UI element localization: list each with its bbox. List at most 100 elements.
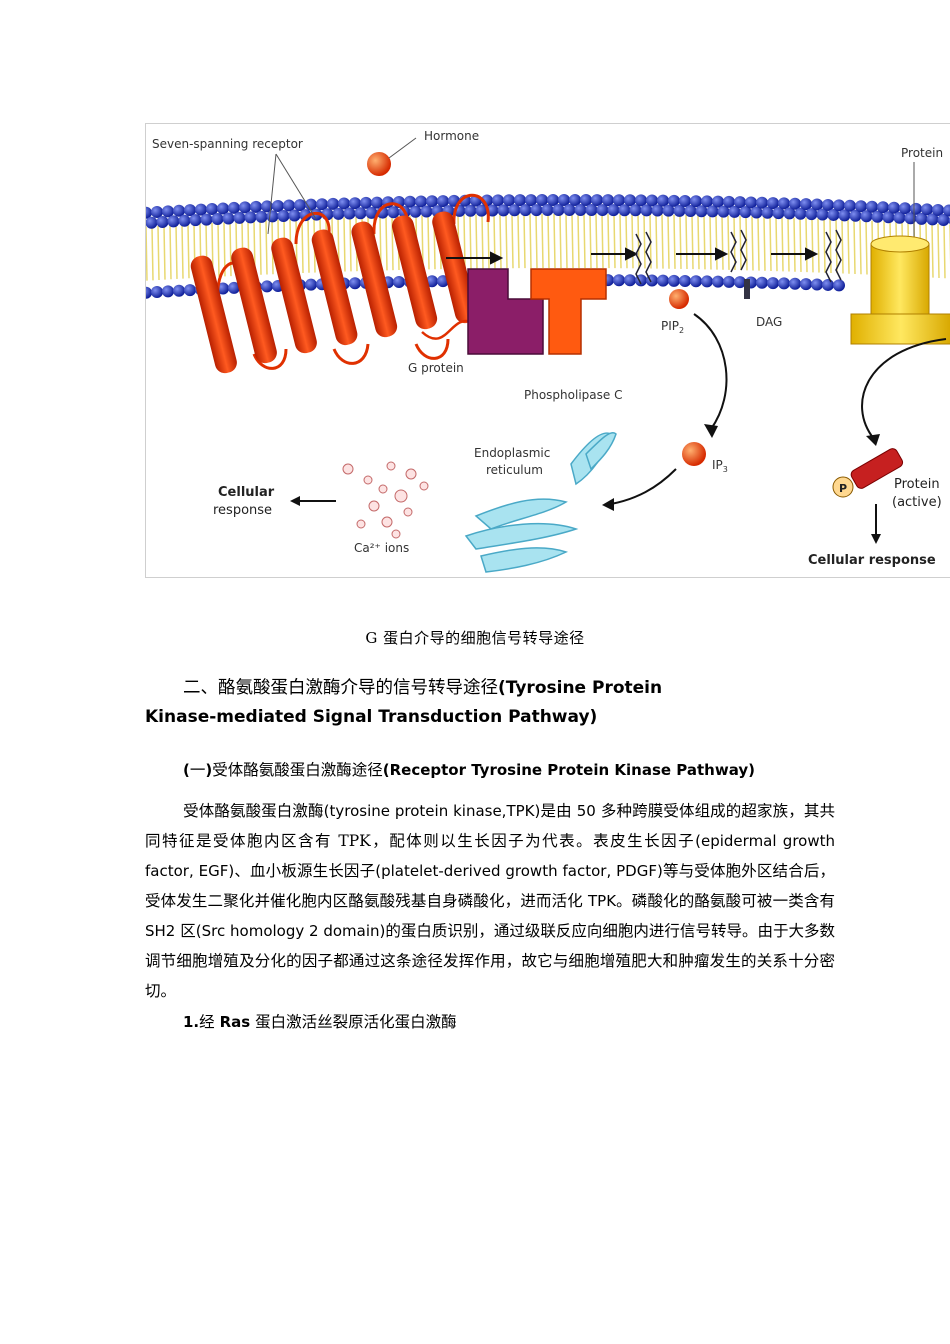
para-s13: 区: [175, 922, 196, 940]
lipid-tail: [643, 214, 646, 269]
lipid-head: [739, 206, 752, 219]
lipid-head: [415, 195, 427, 208]
lipid-tail: [691, 215, 694, 270]
hormone-leader: [388, 137, 417, 159]
lipid-tail: [931, 223, 934, 278]
lipid-tail: [259, 220, 262, 275]
er-to-ca-line: [436, 509, 471, 519]
phospholipase-label: Phospholipase C: [524, 388, 622, 402]
para-s3: 是由: [540, 802, 577, 820]
lipid-head: [288, 209, 301, 222]
lipid-head: [343, 207, 356, 220]
lipid-head: [349, 197, 361, 210]
lipid-tail: [769, 216, 772, 272]
lipid-tail: [517, 214, 520, 269]
g-protein-pathway-figure: Hormone Seven-spanning receptor Protein …: [145, 123, 950, 578]
lipid-tail: [157, 225, 160, 280]
lipid-head: [706, 205, 719, 218]
lipid-head: [151, 286, 163, 299]
lipid-head: [783, 207, 796, 220]
lipid-head: [695, 205, 708, 218]
lipid-head: [184, 204, 196, 217]
lipid-head: [294, 199, 306, 212]
phosphate-ball: [832, 476, 854, 498]
er-shape: [464, 432, 617, 573]
pip2-to-ip3-arrow: [693, 313, 728, 430]
lipid-head: [563, 204, 576, 217]
lipid-head: [778, 277, 790, 290]
ca-ions-label: Ca²⁺ ions: [354, 541, 409, 555]
lipid-head: [371, 196, 383, 209]
lipid-head: [613, 274, 625, 287]
er-label-2: reticulum: [486, 463, 543, 477]
lipid-head: [239, 201, 251, 214]
lipid-head: [393, 276, 405, 289]
lipid-tail: [619, 214, 622, 269]
figure-caption: G 蛋白介导的细胞信号转导途径: [365, 629, 585, 647]
lipid-tail: [505, 214, 508, 269]
lipid-head: [668, 194, 680, 207]
para-s4: 50: [576, 802, 596, 820]
lipid-head: [162, 285, 174, 298]
lipid-tail: [943, 224, 946, 279]
dag-head: [744, 279, 750, 299]
lipid-head: [420, 205, 433, 218]
lipid-head: [855, 200, 867, 213]
lipid-tail: [709, 215, 712, 270]
ip3-to-er-arrowhead: [602, 498, 614, 511]
lipid-head: [503, 194, 515, 207]
hormone-label: Hormone: [424, 129, 479, 143]
lipid-head: [800, 278, 812, 291]
lipid-head: [624, 274, 636, 287]
lipid-head: [756, 276, 768, 289]
lipid-head: [585, 204, 598, 217]
lipid-head: [690, 275, 702, 288]
ip3-label: IP3: [712, 458, 728, 474]
sub-title-cn: 受体酪氨酸蛋白激酶途径: [212, 761, 383, 779]
lipid-tail: [523, 214, 526, 269]
lipid-head: [530, 204, 543, 217]
para-s5: 多种跨膜受体组成的超家族，其共同特征是受体胞内区含有 TPK，配体则以生长因子为…: [145, 802, 835, 850]
receptor-label: Seven-spanning receptor: [152, 137, 303, 151]
lipid-tail: [661, 214, 664, 269]
lipid-tail: [349, 217, 352, 272]
lipid-tail: [343, 217, 346, 272]
lipid-head: [717, 205, 730, 218]
lipid-head: [195, 203, 207, 216]
lipid-head: [189, 214, 202, 227]
lipid-head: [926, 213, 939, 226]
lipid-head: [508, 204, 521, 217]
cellular-response-left-2: response: [213, 503, 272, 518]
lipid-tail: [673, 214, 676, 269]
sub2-number: 1.: [183, 1013, 200, 1031]
lipid-head: [712, 195, 724, 208]
lipid-head: [332, 207, 345, 220]
active-protein-cylinder: [850, 448, 904, 489]
lipid-head: [893, 211, 906, 224]
lipid-tail: [937, 223, 940, 278]
lipid-tail: [781, 217, 784, 272]
lipid-head: [558, 194, 570, 207]
lipid-head: [877, 201, 889, 214]
lipid-tail: [607, 214, 610, 269]
lipid-head: [635, 194, 647, 207]
lipid-tail: [427, 215, 430, 270]
lipid-tail: [529, 214, 532, 269]
lipid-head: [426, 195, 438, 208]
lipid-tail: [835, 219, 838, 274]
lipid-tail: [511, 214, 514, 269]
lipid-head: [167, 215, 180, 228]
ca-ions: [342, 461, 429, 539]
lipid-tail: [577, 213, 580, 269]
lipid-tail: [685, 215, 688, 270]
lipid-head: [756, 196, 768, 209]
lipid-head: [200, 213, 213, 226]
lipid-head: [943, 204, 950, 217]
lipid-head: [767, 277, 779, 290]
lipid-tail: [703, 215, 706, 270]
lipid-head: [156, 216, 169, 229]
lipid-tail: [301, 219, 304, 274]
lipid-head: [932, 203, 944, 216]
lipid-head: [607, 204, 620, 217]
lipid-head: [497, 204, 510, 217]
